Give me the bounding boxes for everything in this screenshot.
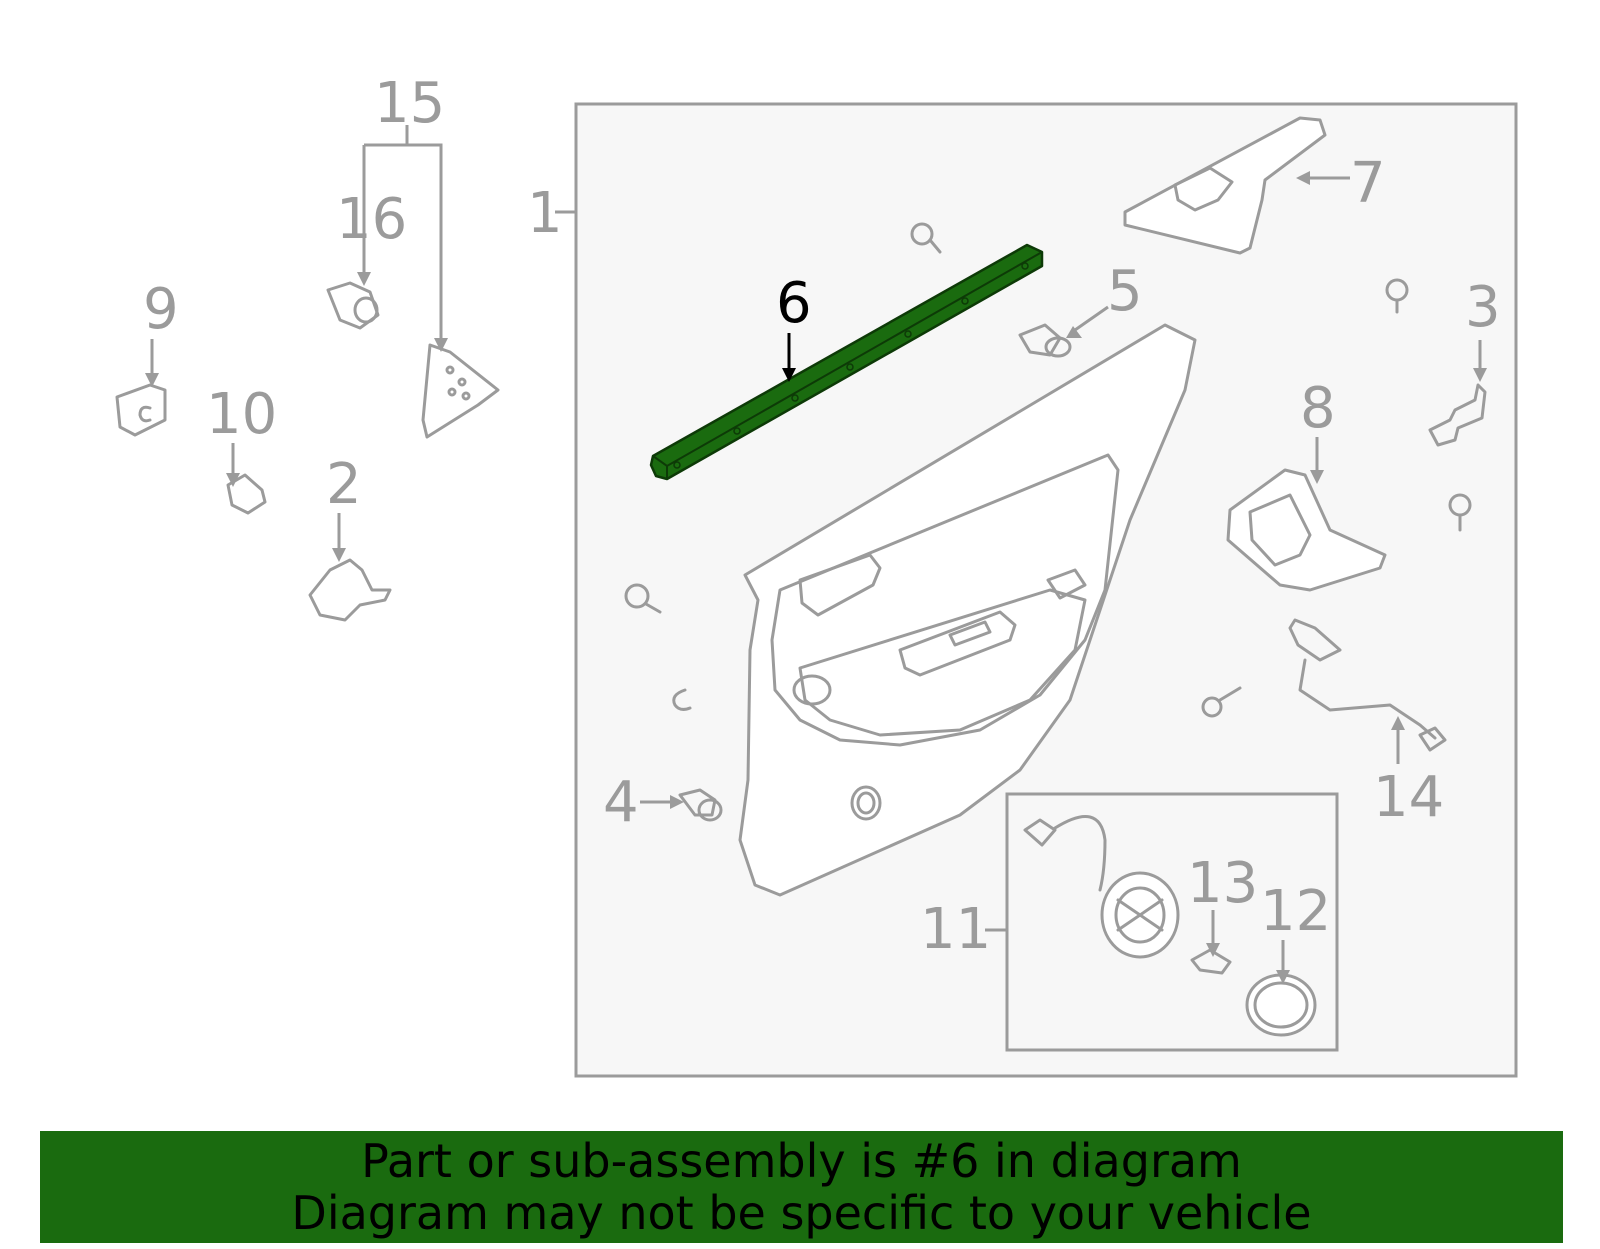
- leader-6: [782, 333, 796, 382]
- part-10-clip: [226, 473, 267, 515]
- part-2-actuator: [308, 558, 392, 622]
- callout-8: 8: [1300, 376, 1336, 441]
- callout-10: 10: [206, 382, 277, 447]
- info-banner: Part or sub-assembly is #6 in diagram Di…: [40, 1131, 1563, 1243]
- part-4-clip: [678, 788, 723, 822]
- callout-7: 7: [1350, 151, 1386, 216]
- callout-11: 11: [920, 897, 991, 962]
- banner-line-2: Diagram may not be specific to your vehi…: [291, 1186, 1312, 1240]
- callout-2: 2: [326, 452, 362, 517]
- callout-12: 12: [1260, 879, 1331, 944]
- part-8-handle-bezel: [1226, 468, 1387, 592]
- part-3-bracket: [1428, 383, 1487, 447]
- part-16-clip: [326, 281, 380, 330]
- banner-line-1: Part or sub-assembly is #6 in diagram: [361, 1134, 1242, 1188]
- callout-13: 13: [1187, 851, 1258, 916]
- callout-9: 9: [143, 277, 179, 342]
- door-trim-panel: [738, 323, 1197, 897]
- part-14-wire-harness: [1288, 618, 1447, 752]
- callout-4: 4: [603, 770, 639, 835]
- part-13-clip: [1190, 948, 1232, 975]
- part-7-switch-bezel: [1123, 116, 1327, 255]
- callout-5: 5: [1107, 259, 1143, 324]
- part-9-clip: [115, 383, 167, 437]
- callout-3: 3: [1465, 275, 1501, 340]
- callout-6: 6: [776, 271, 812, 336]
- leader-arrowheads: [145, 171, 1487, 984]
- fastener-screws: [624, 222, 1472, 718]
- callout-1: 1: [527, 181, 563, 246]
- part-6-weatherstrip: [649, 243, 1044, 481]
- part-11-lamp-assembly: [1023, 815, 1180, 959]
- callout-14: 14: [1373, 765, 1444, 830]
- leader-lines: [150, 125, 1482, 970]
- callout-15: 15: [374, 71, 445, 136]
- part-12-lens: [1245, 973, 1317, 1037]
- callout-16: 16: [336, 187, 407, 252]
- part-15-trim: [421, 343, 500, 439]
- part-5-clip: [1018, 323, 1072, 358]
